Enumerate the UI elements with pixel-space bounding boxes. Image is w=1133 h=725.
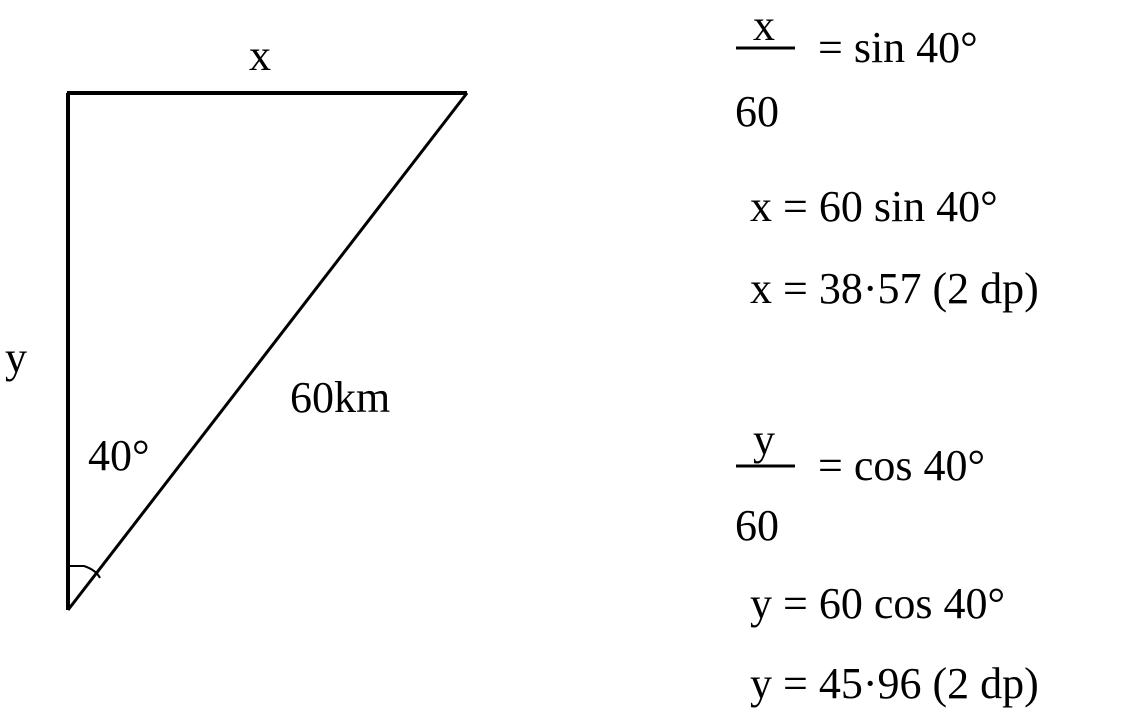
label-y: y [5, 333, 27, 382]
label-angle: 40° [88, 431, 150, 480]
x-equation-line: x = 60 sin 40° [750, 182, 998, 231]
x-result-line: x = 38·57 (2 dp) [750, 264, 1039, 313]
x-fraction-rhs: = sin 40° [818, 23, 978, 72]
y-result-line: y = 45·96 (2 dp) [750, 659, 1039, 708]
angle-arc [68, 565, 101, 579]
label-hypotenuse: 60km [290, 373, 391, 422]
y-fraction-denominator: 60 [735, 501, 779, 550]
label-x: x [249, 31, 271, 80]
x-fraction-numerator: x [753, 1, 775, 50]
y-fraction-rhs: = cos 40° [818, 441, 986, 490]
y-fraction-numerator: y [753, 415, 775, 464]
x-fraction-denominator: 60 [735, 87, 779, 136]
hypotenuse [66, 92, 469, 611]
y-equation-line: y = 60 cos 40° [750, 579, 1006, 628]
